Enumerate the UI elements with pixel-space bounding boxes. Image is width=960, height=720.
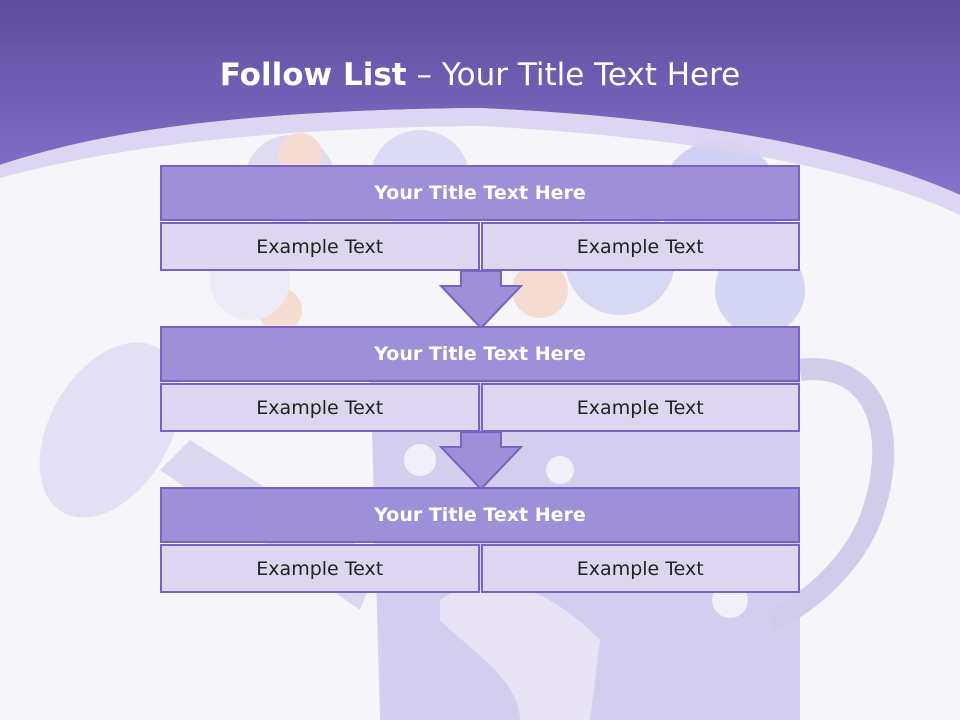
- down-arrow-icon: [439, 431, 523, 491]
- step-title-3: Your Title Text Here: [160, 487, 800, 543]
- step-block-2: Your Title Text Here Example Text Exampl…: [160, 326, 800, 432]
- header-swoosh: [0, 108, 960, 215]
- step-block-1: Your Title Text Here Example Text Exampl…: [160, 165, 800, 271]
- header-band: [0, 0, 960, 195]
- step-row-3: Example Text Example Text: [160, 544, 800, 593]
- step-block-3: Your Title Text Here Example Text Exampl…: [160, 487, 800, 593]
- slide-title-separator: –: [406, 57, 442, 93]
- step-3-left-cell: Example Text: [160, 544, 480, 593]
- step-2-right-cell: Example Text: [480, 383, 800, 432]
- slide-title: Follow List – Your Title Text Here: [0, 52, 960, 98]
- step-title-1: Your Title Text Here: [160, 165, 800, 221]
- step-row-1: Example Text Example Text: [160, 222, 800, 271]
- step-2-left-cell: Example Text: [160, 383, 480, 432]
- slide-title-bold: Follow List: [219, 57, 407, 93]
- step-title-2: Your Title Text Here: [160, 326, 800, 382]
- step-1-right-cell: Example Text: [480, 222, 800, 271]
- slide-title-rest: Your Title Text Here: [441, 57, 741, 93]
- step-3-right-cell: Example Text: [480, 544, 800, 593]
- down-arrow-icon: [439, 270, 523, 330]
- step-row-2: Example Text Example Text: [160, 383, 800, 432]
- step-1-left-cell: Example Text: [160, 222, 480, 271]
